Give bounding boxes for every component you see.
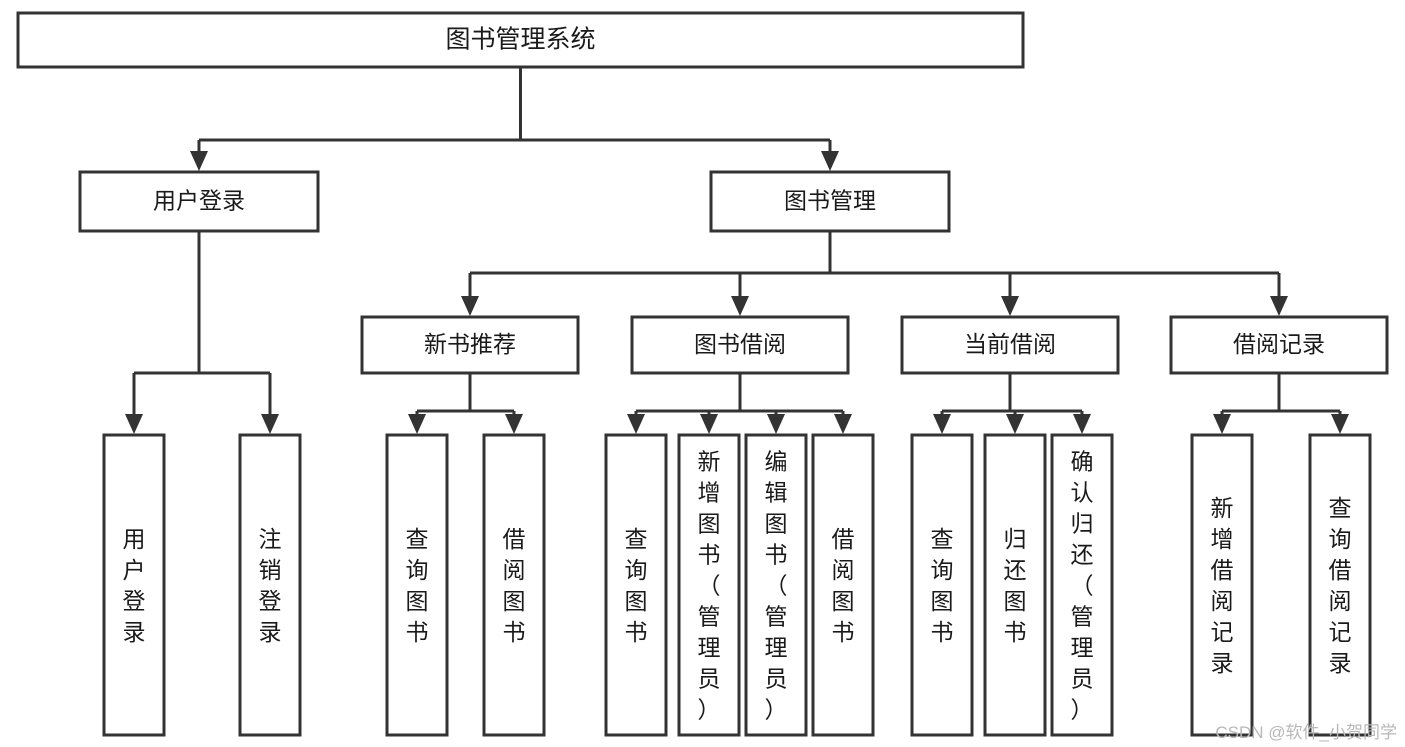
- node-box[interactable]: [811, 433, 875, 737]
- node-box[interactable]: [910, 433, 974, 737]
- node-user-login[interactable]: 用户登录: [78, 170, 320, 233]
- node-leaf-edit-book[interactable]: 编辑图书（管理员）: [744, 433, 808, 737]
- node-box[interactable]: [744, 433, 808, 737]
- arrow-head-icon: [125, 414, 143, 434]
- node-label: 图书管理系统: [445, 26, 595, 54]
- arrow-head-icon: [461, 296, 479, 316]
- node-box[interactable]: [238, 433, 302, 737]
- node-box[interactable]: [78, 170, 320, 233]
- node-box[interactable]: [16, 11, 1025, 69]
- node-layer: 图书管理系统用户登录图书管理新书推荐图书借阅当前借阅借阅记录用户登录注销登录查询…: [16, 11, 1389, 737]
- node-box[interactable]: [360, 315, 580, 375]
- node-leaf-user-login[interactable]: 用户登录: [102, 433, 166, 737]
- node-new-book-recommend[interactable]: 新书推荐: [360, 315, 580, 375]
- node-label: 图书管理: [784, 188, 876, 214]
- node-book-borrow[interactable]: 图书借阅: [630, 315, 850, 375]
- node-label: 新书推荐: [424, 331, 516, 357]
- node-leaf-return-book[interactable]: 归还图书: [983, 433, 1047, 737]
- arrow-head-icon: [261, 414, 279, 434]
- arrow-head-icon: [408, 414, 426, 434]
- node-leaf-query-record[interactable]: 查询借阅记录: [1308, 433, 1372, 737]
- node-box[interactable]: [482, 433, 546, 737]
- node-box[interactable]: [385, 433, 449, 737]
- node-root[interactable]: 图书管理系统: [16, 11, 1025, 69]
- node-label: 借阅图书: [503, 526, 526, 645]
- node-label: 查询图书: [931, 526, 954, 645]
- arrow-head-icon: [1073, 414, 1091, 434]
- node-label: 查询图书: [625, 526, 648, 645]
- node-label: 借阅记录: [1233, 331, 1325, 357]
- node-leaf-borrow-book-1[interactable]: 借阅图书: [482, 433, 546, 737]
- node-label: 归还图书: [1004, 526, 1027, 645]
- node-leaf-query-book-3[interactable]: 查询图书: [910, 433, 974, 737]
- node-label: 用户登录: [153, 188, 245, 214]
- arrow-head-icon: [731, 296, 749, 316]
- node-label: 借阅图书: [832, 526, 855, 645]
- node-label: 图书借阅: [694, 331, 786, 357]
- arrow-head-icon: [1270, 296, 1288, 316]
- node-box[interactable]: [604, 433, 668, 737]
- arrow-head-icon: [627, 414, 645, 434]
- arrow-head-icon: [821, 151, 839, 171]
- node-leaf-query-book-1[interactable]: 查询图书: [385, 433, 449, 737]
- node-label: 当前借阅: [964, 331, 1056, 357]
- arrow-head-icon: [1331, 414, 1349, 434]
- node-label: 编辑图书（管理员）: [765, 449, 788, 723]
- node-box[interactable]: [983, 433, 1047, 737]
- node-box[interactable]: [1050, 433, 1114, 737]
- node-label: 新增图书（管理员）: [698, 449, 721, 723]
- node-label: 查询图书: [406, 526, 429, 645]
- node-box[interactable]: [709, 170, 951, 233]
- arrow-head-icon: [505, 414, 523, 434]
- node-leaf-borrow-book-2[interactable]: 借阅图书: [811, 433, 875, 737]
- node-box[interactable]: [900, 315, 1120, 375]
- node-leaf-query-book-2[interactable]: 查询图书: [604, 433, 668, 737]
- node-label: 注销登录: [259, 526, 282, 645]
- arrow-head-icon: [767, 414, 785, 434]
- node-label: 查询借阅记录: [1329, 495, 1352, 676]
- arrow-head-icon: [834, 414, 852, 434]
- node-label: 用户登录: [123, 526, 146, 645]
- arrow-head-icon: [1006, 414, 1024, 434]
- node-box[interactable]: [630, 315, 850, 375]
- arrow-head-icon: [1001, 296, 1019, 316]
- node-leaf-logout[interactable]: 注销登录: [238, 433, 302, 737]
- node-box[interactable]: [102, 433, 166, 737]
- node-current-borrow[interactable]: 当前借阅: [900, 315, 1120, 375]
- node-label: 新增借阅记录: [1211, 495, 1234, 676]
- node-box[interactable]: [1190, 433, 1254, 737]
- node-borrow-record[interactable]: 借阅记录: [1169, 315, 1389, 375]
- node-leaf-add-book[interactable]: 新增图书（管理员）: [677, 433, 741, 737]
- node-box[interactable]: [1169, 315, 1389, 375]
- node-box[interactable]: [1308, 433, 1372, 737]
- arrow-head-icon: [933, 414, 951, 434]
- arrow-head-icon: [1213, 414, 1231, 434]
- arrow-head-icon: [190, 151, 208, 171]
- node-label: 确认归还（管理员）: [1071, 449, 1094, 723]
- arrow-head-icon: [700, 414, 718, 434]
- node-leaf-confirm-return[interactable]: 确认归还（管理员）: [1050, 433, 1114, 737]
- node-book-manage[interactable]: 图书管理: [709, 170, 951, 233]
- node-box[interactable]: [677, 433, 741, 737]
- connector-layer: [125, 67, 1349, 434]
- node-leaf-add-record[interactable]: 新增借阅记录: [1190, 433, 1254, 737]
